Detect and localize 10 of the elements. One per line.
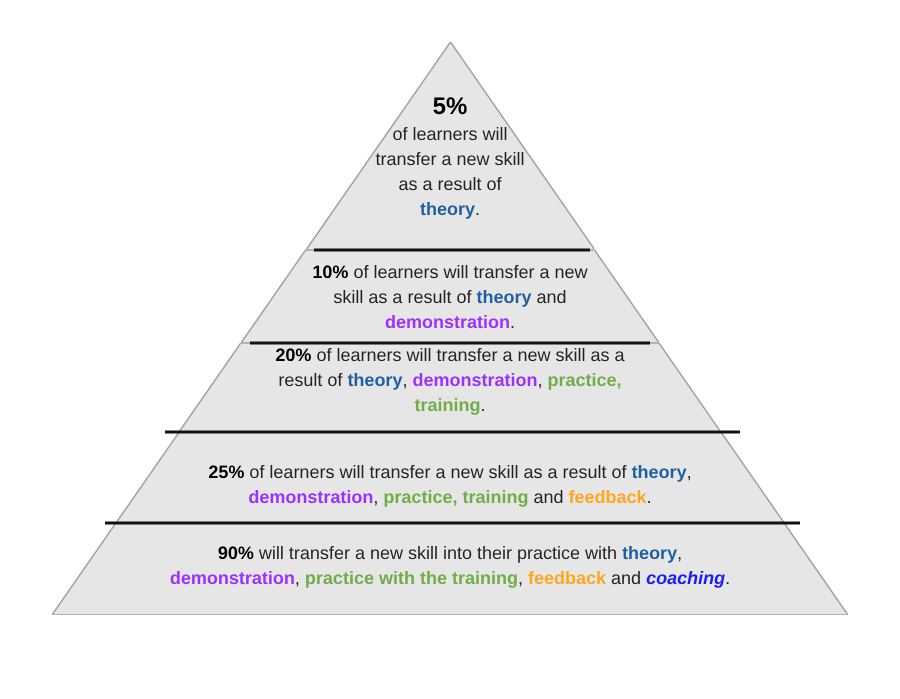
pyramid-tier — [240, 250, 660, 343]
tier-text: 25% of learners will transfer a new skill as a result of theory, demonstration, practice, training and feedback. — [207, 461, 693, 509]
pyramid-top-tier — [306, 42, 594, 250]
tier-text: 20% of learners will transfer a new skill as a result of theory, demonstration, practice, training. — [274, 344, 625, 417]
pyramid-tier — [52, 523, 848, 615]
pyramid-tier — [179, 343, 721, 432]
pyramid-tier — [116, 432, 784, 523]
tier-text: 90% will transfer a new skill into their practice with theory, demonstration, practice with the training, feedback and coaching. — [168, 542, 732, 590]
tier-text: 5% of learners will transfer a new skill as a result of theory. — [374, 92, 525, 221]
tier-text: 10% of learners will transfer a new skill as a result of theory and demonstration. — [311, 261, 589, 334]
